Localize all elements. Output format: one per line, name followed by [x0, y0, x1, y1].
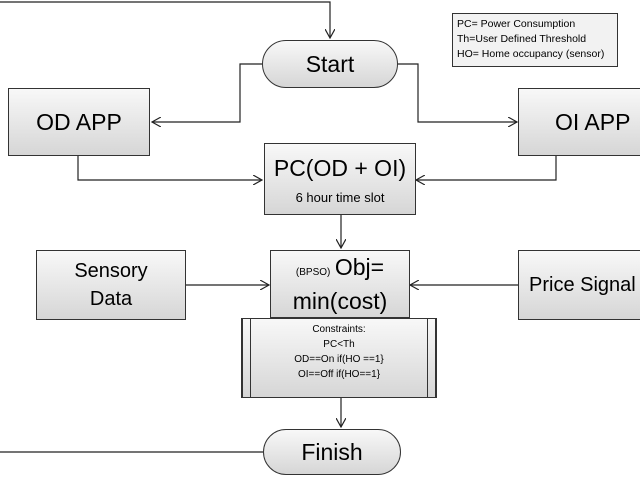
legend-item: Th=User Defined Threshold	[457, 33, 587, 45]
price-signal-node: Price Signal	[518, 250, 640, 320]
sensory-data-node: Sensory Data	[36, 250, 186, 320]
sensory-line1: Sensory	[74, 260, 148, 282]
constraints-line: Constraints:	[312, 324, 366, 335]
objective-node: (BPSO) Obj= min(cost)	[270, 250, 410, 318]
pc-title: PC(OD + OI)	[273, 154, 407, 181]
power-consumption-node: PC(OD + OI) 6 hour time slot	[264, 143, 416, 215]
arrow-start-to-oi	[398, 63, 517, 122]
arrow-start-to-od	[152, 63, 262, 122]
legend-item: PC= Power Consumption	[457, 18, 576, 30]
sensory-line2: Data	[89, 288, 133, 310]
constraints-line: PC<Th	[323, 339, 355, 350]
price-label: Price Signal	[529, 273, 636, 296]
bpso-label: (BPSO)	[295, 267, 331, 278]
obj-line1: Obj=	[334, 254, 385, 280]
arrow-loop-to-start	[0, 1, 330, 38]
legend-box: PC= Power Consumption Th=User Defined Th…	[452, 13, 618, 67]
od-app-node: OD APP	[8, 88, 150, 156]
constraints-box: Constraints: PC<Th OD==On if(HO ==1} OI=…	[241, 318, 437, 398]
oi-app-node: OI APP	[518, 88, 640, 156]
pc-subtitle: 6 hour time slot	[295, 189, 385, 205]
od-app-label: OD APP	[36, 109, 122, 135]
constraints-line: OI==Off if(HO==1}	[297, 369, 381, 380]
start-node: Start	[262, 40, 398, 88]
start-label: Start	[305, 51, 355, 77]
finish-node: Finish	[263, 429, 401, 475]
arrow-od-to-pc	[77, 156, 262, 180]
legend-item: HO= Home occupancy (sensor)	[457, 48, 605, 60]
finish-label: Finish	[301, 439, 363, 465]
constraints-line: OD==On if(HO ==1}	[294, 354, 384, 365]
oi-app-label: OI APP	[555, 109, 631, 135]
obj-line2: min(cost)	[292, 288, 388, 314]
arrow-oi-to-pc	[416, 156, 557, 180]
